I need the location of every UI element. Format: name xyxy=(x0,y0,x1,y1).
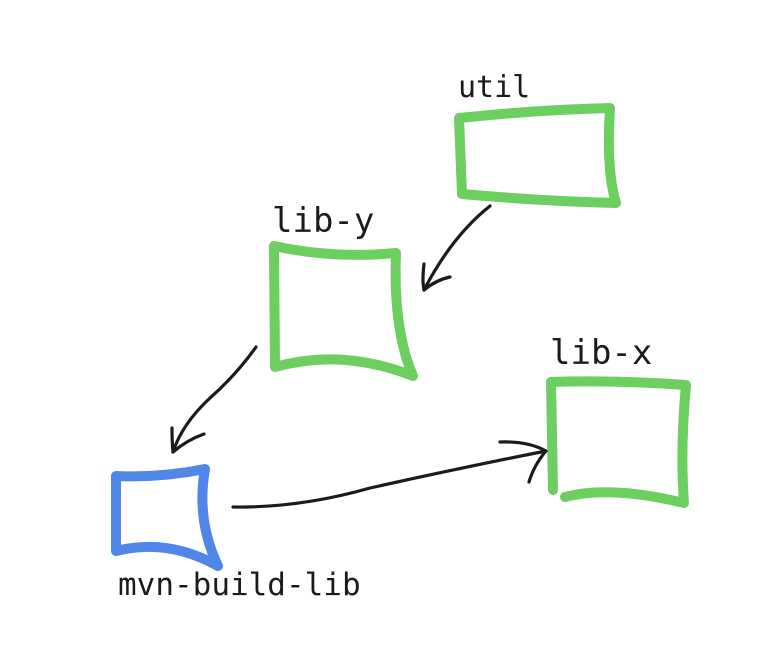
node-util-label: util xyxy=(458,70,530,105)
node-util[interactable]: util xyxy=(454,70,621,208)
edge-lib-y-to-mvn-build-lib xyxy=(170,345,258,454)
node-lib-x[interactable]: lib-x xyxy=(546,333,691,508)
edge-util-to-lib-y-line xyxy=(422,204,492,292)
edge-mvn-build-lib-to-lib-x-arrowhead xyxy=(498,440,548,484)
edge-util-to-lib-y-arrowhead xyxy=(421,262,452,292)
node-lib-y-label: lib-y xyxy=(272,201,374,241)
node-mvn-build-lib-label: mvn-build-lib xyxy=(118,567,361,603)
edge-mvn-build-lib-to-lib-x-line xyxy=(231,449,548,509)
node-lib-y-box xyxy=(269,241,418,381)
node-util-box xyxy=(454,103,621,208)
edge-lib-y-to-mvn-build-lib-line xyxy=(171,345,258,454)
edge-mvn-build-lib-to-lib-x xyxy=(231,440,548,509)
node-mvn-build-lib[interactable]: mvn-build-lib xyxy=(111,464,361,603)
node-mvn-build-lib-box xyxy=(111,464,223,571)
edge-lib-y-to-mvn-build-lib-arrowhead xyxy=(170,426,206,454)
node-lib-x-label: lib-x xyxy=(550,333,652,373)
node-lib-x-box xyxy=(546,376,691,508)
node-lib-y[interactable]: lib-y xyxy=(269,201,418,381)
edge-util-to-lib-y xyxy=(421,204,492,292)
